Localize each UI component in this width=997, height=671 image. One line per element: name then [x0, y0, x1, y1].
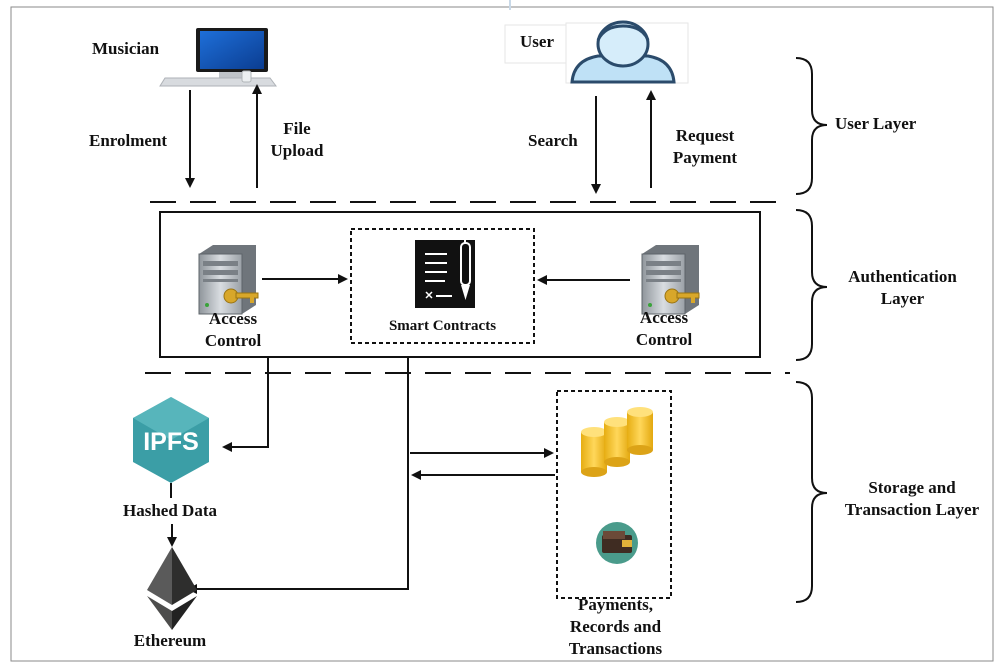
contract-document-icon [415, 238, 475, 308]
storage-layer-label: Storage and Transaction Layer [844, 478, 980, 519]
ethereum-label: Ethereum [133, 631, 207, 650]
payments-label: Payments, Records and Transactions [568, 595, 663, 658]
payments-box [556, 390, 672, 599]
server-key-icon-right [641, 245, 700, 315]
request-payment-label: Request Payment [672, 126, 738, 167]
smart-contracts-label: Smart Contracts [388, 318, 497, 334]
musician-label: Musician [92, 39, 160, 58]
ipfs-logo-icon: IPFS [133, 397, 209, 483]
wallet-icon [596, 522, 638, 564]
access-control-right-label: Access Control [635, 308, 693, 349]
hashed-data-label: Hashed Data [123, 501, 217, 520]
access-control-left-label: Access Control [204, 309, 262, 350]
server-key-icon-left [198, 245, 259, 315]
authentication-layer-label: Authentication Layer [848, 267, 957, 308]
brace-storage-layer [795, 381, 828, 603]
access-to-ipfs-arrow [222, 357, 269, 452]
ipfs-logo-text: IPFS [143, 428, 199, 456]
search-label: Search [528, 131, 578, 150]
user-label: User [520, 32, 554, 51]
ethereum-logo-icon [147, 547, 197, 630]
coins-icon [581, 407, 653, 477]
computer-icon [159, 28, 277, 87]
enrolment-label: Enrolment [89, 131, 168, 150]
outer-frame [10, 6, 994, 662]
user-icon [504, 20, 689, 84]
file-upload-label: File Upload [270, 119, 324, 160]
user-layer-label: User Layer [835, 114, 917, 133]
contracts-to-ethereum-arrow [187, 357, 409, 594]
brace-user-layer [795, 57, 828, 195]
smart-contracts-box [350, 228, 535, 344]
brace-authentication-layer [795, 209, 828, 361]
authentication-box [159, 211, 761, 358]
